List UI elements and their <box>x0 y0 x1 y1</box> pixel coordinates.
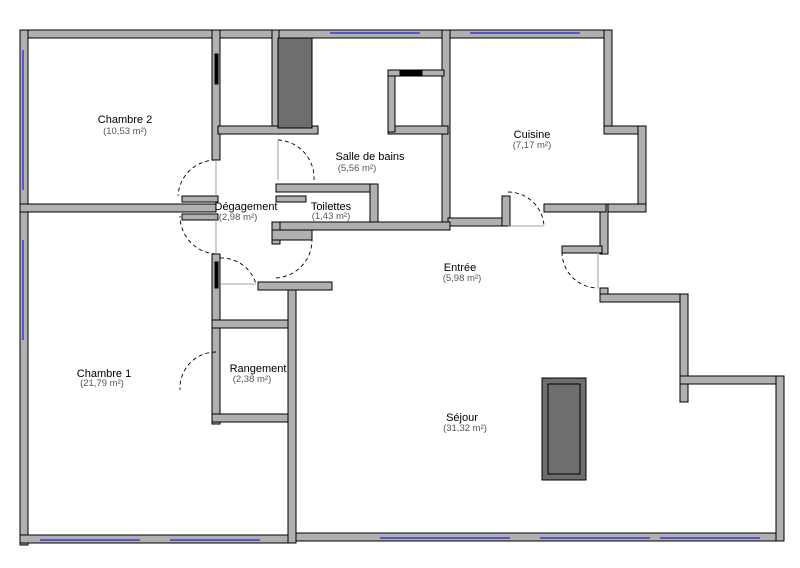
vent-block <box>399 70 423 76</box>
room-name-chambre2: Chambre 2 <box>98 114 152 126</box>
wall <box>387 69 396 133</box>
door-swing <box>275 239 313 279</box>
wall <box>603 29 613 133</box>
door-swing <box>561 251 599 289</box>
door-leaves <box>215 140 599 288</box>
wall <box>561 245 603 254</box>
door-swing <box>507 191 545 227</box>
wall <box>19 29 451 39</box>
wall <box>775 375 785 542</box>
wall <box>181 195 219 203</box>
room-labels: Chambre 2 (10,53 m²) Salle de bains (5,5… <box>77 114 551 434</box>
wall <box>19 29 29 546</box>
door-swing <box>179 215 217 255</box>
wall <box>679 375 785 385</box>
room-area-rangement: (2,38 m²) <box>233 374 272 385</box>
wall <box>441 29 613 39</box>
wall <box>19 203 217 213</box>
wall <box>275 195 307 203</box>
room-name-rangement: Rangement <box>230 363 287 375</box>
wall <box>211 319 297 329</box>
doors <box>177 139 599 391</box>
windows <box>22 32 760 541</box>
door-swing <box>177 159 217 197</box>
room-area-entree: (5,98 m²) <box>443 273 482 284</box>
fireplace-fixture <box>541 377 587 481</box>
fixtures <box>214 37 587 481</box>
wall <box>19 534 296 544</box>
wall <box>257 281 333 291</box>
room-name-sdb: Salle de bains <box>335 151 405 163</box>
wall <box>387 125 449 135</box>
wall <box>211 413 297 423</box>
door-swing <box>219 257 257 285</box>
room-name-degagement: Dégagement <box>215 201 278 213</box>
room-area-sdb: (5,56 m²) <box>338 163 377 174</box>
room-area-toilettes: (1,43 m²) <box>312 211 351 222</box>
room-area-cuisine: (7,17 m²) <box>513 140 552 151</box>
door-swing <box>179 351 217 391</box>
wall <box>275 221 451 231</box>
room-name-sejour: Séjour <box>446 412 478 424</box>
wall <box>271 229 313 241</box>
wall <box>369 183 379 229</box>
door-swing <box>277 139 315 181</box>
wall <box>501 195 511 227</box>
room-area-chambre2: (10,53 m²) <box>103 126 147 137</box>
wall <box>211 29 221 161</box>
room-name-cuisine: Cuisine <box>514 129 551 141</box>
wall <box>599 293 689 303</box>
wall <box>447 217 505 227</box>
wall <box>637 125 647 213</box>
wall <box>291 532 785 542</box>
room-area-degagement: (2,98 m²) <box>219 212 258 223</box>
room-area-chambre1: (21,79 m²) <box>80 378 124 389</box>
walls <box>19 29 785 546</box>
room-area-sejour: (31,32 m²) <box>443 423 487 434</box>
wall <box>181 213 219 221</box>
room-name-toilettes: Toilettes <box>311 201 352 213</box>
wall <box>287 289 297 544</box>
wall <box>679 293 689 403</box>
room-name-entree: Entrée <box>444 262 476 274</box>
pillar-block <box>214 261 219 289</box>
pillar-block <box>214 53 219 85</box>
fireplace-inner <box>547 383 581 475</box>
wall <box>275 183 377 193</box>
wall <box>543 203 607 213</box>
wall <box>217 125 319 135</box>
room-name-chambre1: Chambre 1 <box>77 368 131 380</box>
closet-fixture <box>277 37 313 129</box>
